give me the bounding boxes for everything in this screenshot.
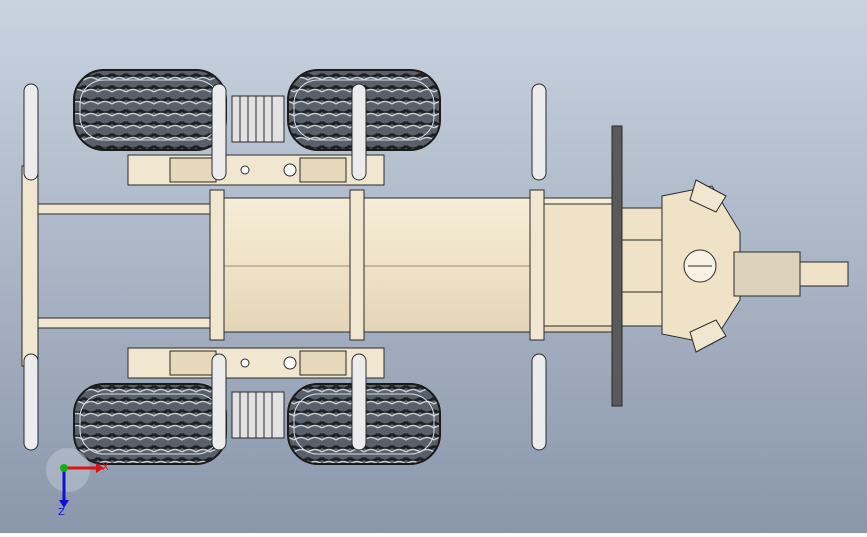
suspension-bracket-bottom	[127, 347, 385, 379]
axle-cross-members	[209, 189, 545, 341]
steering-assembly	[661, 179, 849, 353]
axis-triad: X Z	[46, 448, 109, 518]
suspension-bracket-top	[127, 154, 385, 186]
spring-hooks	[23, 83, 547, 451]
tire-rear-right-bottom	[73, 383, 227, 465]
main-chassis-beam	[214, 197, 616, 333]
gear-block-top	[231, 95, 285, 143]
gear-block-bottom	[231, 391, 285, 439]
x-axis-label: X	[102, 462, 109, 473]
z-axis-label: Z	[58, 507, 65, 518]
tire-rear-left-top	[73, 69, 227, 151]
